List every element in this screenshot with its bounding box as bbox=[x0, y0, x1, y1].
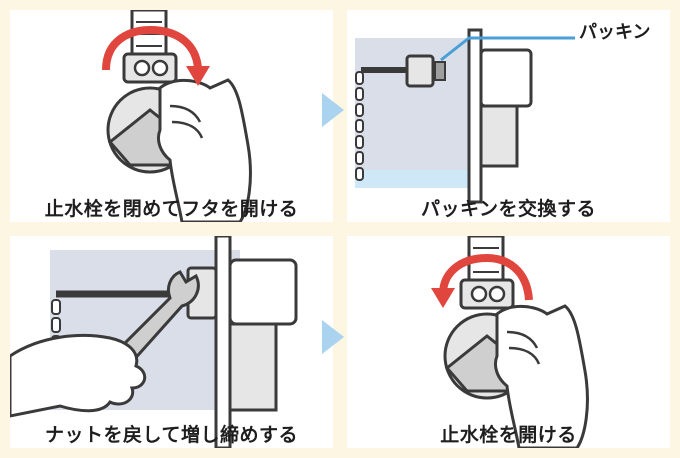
rotate-clockwise-arrow-icon bbox=[102, 25, 202, 71]
nut-tighten-illustration bbox=[10, 236, 298, 448]
packing-replace-illustration bbox=[355, 28, 575, 204]
hand bbox=[156, 78, 252, 222]
packing bbox=[434, 61, 446, 81]
step-1-caption: 止水栓を閉めてフタを開ける bbox=[44, 198, 299, 220]
step-4-caption: 止水栓を開ける bbox=[440, 424, 577, 446]
step-2-caption: パッキンを交換する bbox=[421, 198, 596, 220]
nut bbox=[405, 54, 435, 88]
step-2-panel: パッキン パッキンを交換する bbox=[347, 10, 670, 222]
step-3-caption: ナットを戻して増し締めする bbox=[45, 424, 298, 446]
valve-close-illustration bbox=[102, 10, 252, 222]
rotate-counterclockwise-arrow-icon bbox=[439, 253, 533, 301]
step-4-panel: 止水栓を開ける bbox=[347, 236, 670, 448]
hand bbox=[493, 304, 589, 448]
packing-label: パッキン bbox=[579, 22, 651, 43]
step-3-panel: ナットを戻して増し締めする bbox=[10, 236, 333, 448]
step-1-panel: 止水栓を閉めてフタを開ける bbox=[10, 10, 333, 222]
callout-line bbox=[440, 36, 575, 62]
valve-open-illustration bbox=[431, 236, 589, 448]
hand bbox=[10, 333, 147, 418]
chain bbox=[355, 71, 364, 181]
next-arrow-icon bbox=[322, 93, 344, 127]
next-arrow-icon bbox=[322, 320, 344, 354]
